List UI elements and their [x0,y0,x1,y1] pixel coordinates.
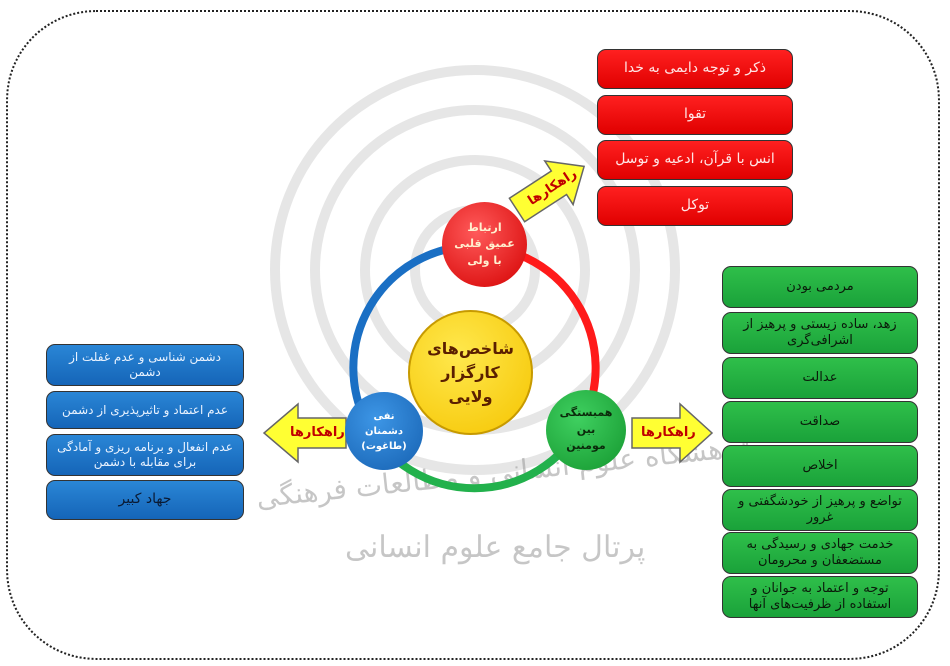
green-item: توجه و اعتماد به جوانان و استفاده از ظرف… [722,576,918,618]
blue-item: دشمن شناسی و عدم غفلت از دشمن [46,344,244,386]
green-item: تواضع و پرهیز از خودشگفتی و غرور [722,489,918,531]
node-right: همبستگی بین مومنین [546,390,626,470]
green-item: عدالت [722,357,918,399]
watermark-text-2: پرتال جامع علوم انسانی [345,530,646,565]
green-item: اخلاص [722,445,918,487]
green-item: خدمت جهادی و رسیدگی به مستضعفان و محروما… [722,532,918,574]
node-left: نفی دشمنان (طاغوت) [345,392,423,470]
blue-item: جهاد کبیر [46,480,244,520]
node-top: ارتباط عمیق قلبی با ولی [442,202,527,287]
center-title: شاخص‌های کارگزار ولایی [427,338,514,406]
dotted-frame [6,10,940,660]
blue-item: عدم اعتماد و تاثیرپذیری از دشمن [46,391,244,429]
red-item: توکل [597,186,793,226]
red-item: ذکر و توجه دایمی به خدا [597,49,793,89]
arrow-right-label: راهکارها [641,425,696,440]
node-left-label: نفی دشمنان (طاغوت) [361,410,407,452]
arrow-top-right [508,159,586,223]
center-node: شاخص‌های کارگزار ولایی [408,310,533,435]
green-item: صداقت [722,401,918,443]
node-top-label: ارتباط عمیق قلبی با ولی [454,220,515,267]
arrow-left-label: راهکارها [290,425,345,440]
node-right-label: همبستگی بین مومنین [559,406,613,453]
blue-item: عدم انفعال و برنامه ریزی و آمادگی برای م… [46,434,244,476]
red-item: تقوا [597,95,793,135]
red-item: انس با قرآن، ادعیه و توسل [597,140,793,180]
arrow-right [631,402,714,464]
green-item: مردمی بودن [722,266,918,308]
green-item: زهد، ساده زیستی و پرهیز از اشرافی‌گری [722,312,918,354]
arrow-left [262,402,347,464]
